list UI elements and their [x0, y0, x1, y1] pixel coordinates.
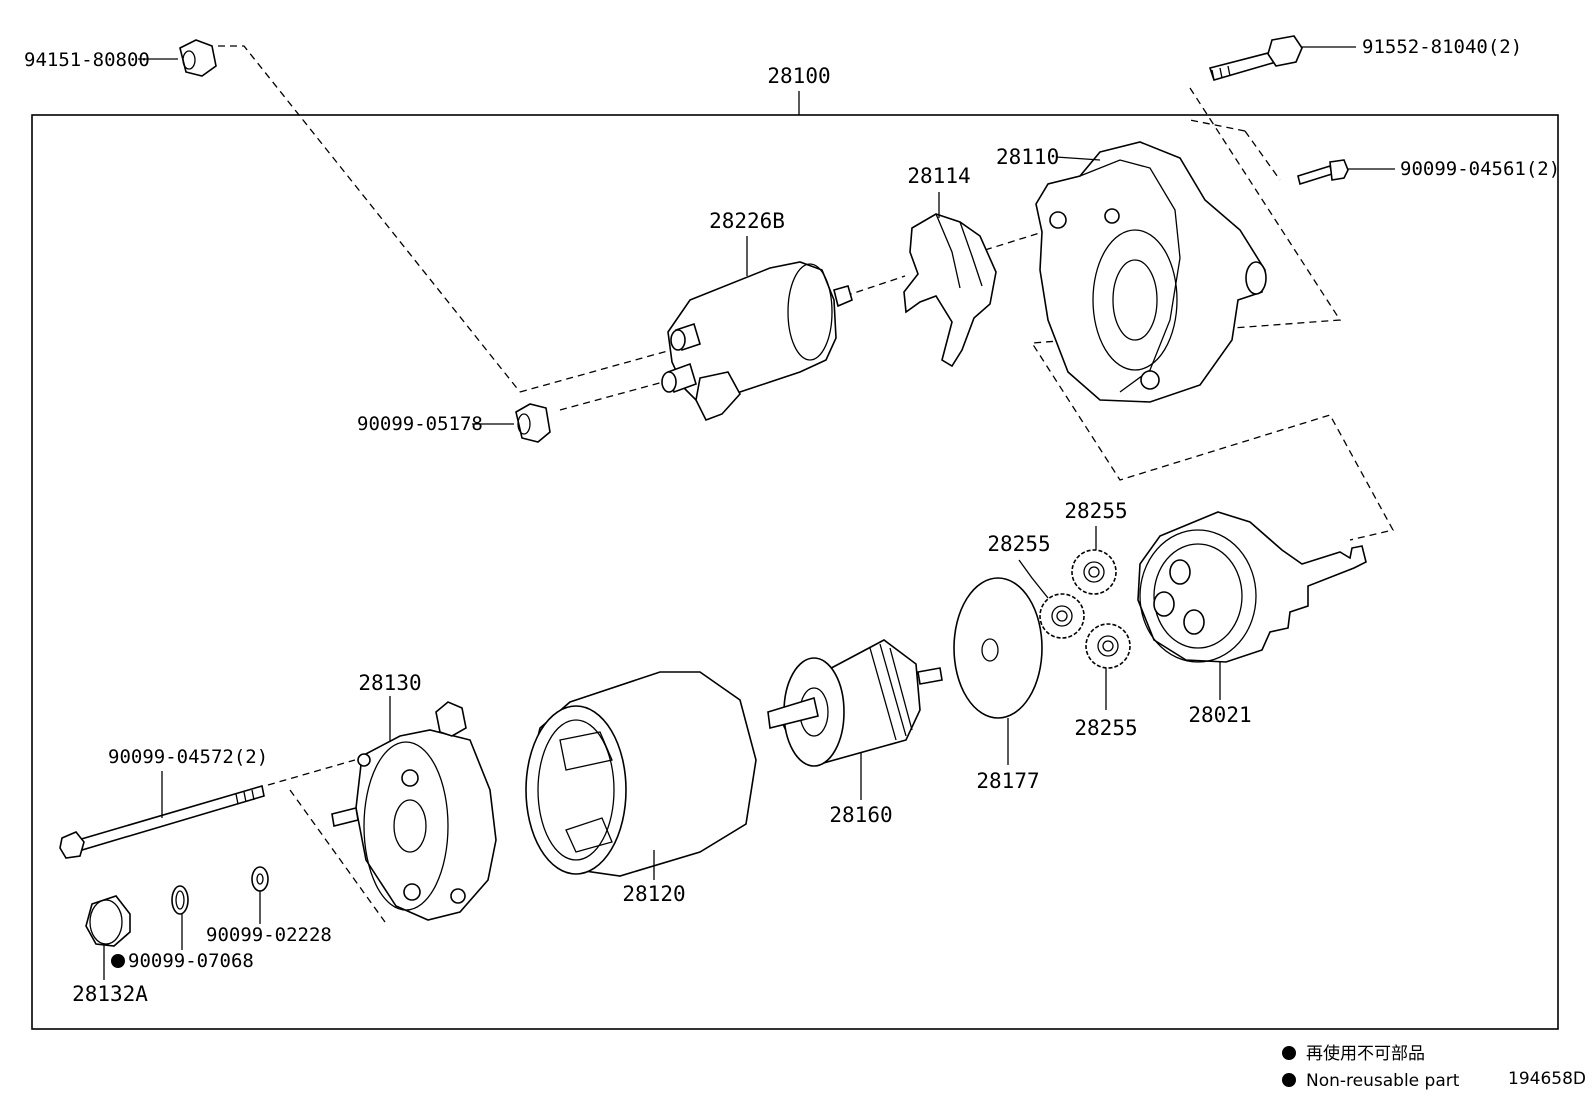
label-90099-02228[interactable]: 90099-02228 [206, 924, 332, 946]
label-28160[interactable]: 28160 [829, 803, 892, 827]
lever-28114-icon[interactable] [903, 213, 997, 368]
nut-90099-05178-icon[interactable] [515, 403, 551, 443]
label-90099-04572[interactable]: 90099-04572(2) [108, 746, 268, 768]
label-28255-mid[interactable]: 28255 [987, 532, 1050, 556]
label-28130[interactable]: 28130 [358, 671, 421, 695]
label-28226B[interactable]: 28226B [709, 209, 785, 233]
assembly-number[interactable]: 28100 [767, 64, 830, 88]
label-28021[interactable]: 28021 [1188, 703, 1251, 727]
nut-94151-icon[interactable] [179, 39, 217, 77]
gear-28255-mid-icon[interactable] [1039, 593, 1085, 639]
label-28177[interactable]: 28177 [976, 769, 1039, 793]
end-frame-28130-icon[interactable] [331, 701, 497, 921]
label-90099-05178[interactable]: 90099-05178 [357, 413, 483, 435]
label-28120[interactable]: 28120 [622, 882, 685, 906]
label-94151-80800[interactable]: 94151-80800 [24, 49, 150, 71]
bolt-91552-icon[interactable] [1208, 35, 1303, 81]
legend-jp: 再使用不可部品 [1306, 1043, 1425, 1064]
non-reusable-marker-icon [111, 954, 125, 968]
armature-28160-icon[interactable] [767, 639, 943, 767]
plate-28177-icon[interactable] [953, 577, 1043, 719]
label-90099-04561[interactable]: 90099-04561(2) [1400, 158, 1560, 180]
legend-en: Non-reusable part [1306, 1071, 1460, 1091]
housing-28110-icon[interactable] [1035, 141, 1267, 403]
solenoid-28226B-icon[interactable] [661, 261, 853, 422]
diagram-id: 194658D [1508, 1069, 1586, 1089]
through-bolt-90099-04572-icon[interactable] [59, 784, 265, 859]
washer-90099-02228-icon[interactable] [251, 866, 269, 892]
label-28132A[interactable]: 28132A [72, 982, 148, 1006]
label-28255-top[interactable]: 28255 [1064, 499, 1127, 523]
label-90099-07068[interactable]: 90099-07068 [128, 950, 254, 972]
ring-90099-07068-icon[interactable] [171, 885, 189, 915]
legend-bullet-icon [1282, 1046, 1296, 1060]
gear-28255-bot-icon[interactable] [1085, 623, 1131, 669]
label-28114[interactable]: 28114 [907, 164, 970, 188]
yoke-28120-icon[interactable] [525, 671, 757, 877]
label-28110[interactable]: 28110 [996, 145, 1059, 169]
label-28255-bot[interactable]: 28255 [1074, 716, 1137, 740]
label-91552-81040[interactable]: 91552-81040(2) [1362, 36, 1522, 58]
assembly-frame [31, 114, 1559, 1030]
screw-90099-04561-icon[interactable] [1297, 159, 1349, 186]
drive-28021-icon[interactable] [1137, 511, 1367, 663]
legend: 再使用不可部品 Non-reusable part [1282, 1043, 1460, 1091]
gear-28255-top-icon[interactable] [1071, 549, 1117, 595]
cap-28132A-icon[interactable] [85, 895, 131, 947]
legend-bullet-icon [1282, 1073, 1296, 1087]
